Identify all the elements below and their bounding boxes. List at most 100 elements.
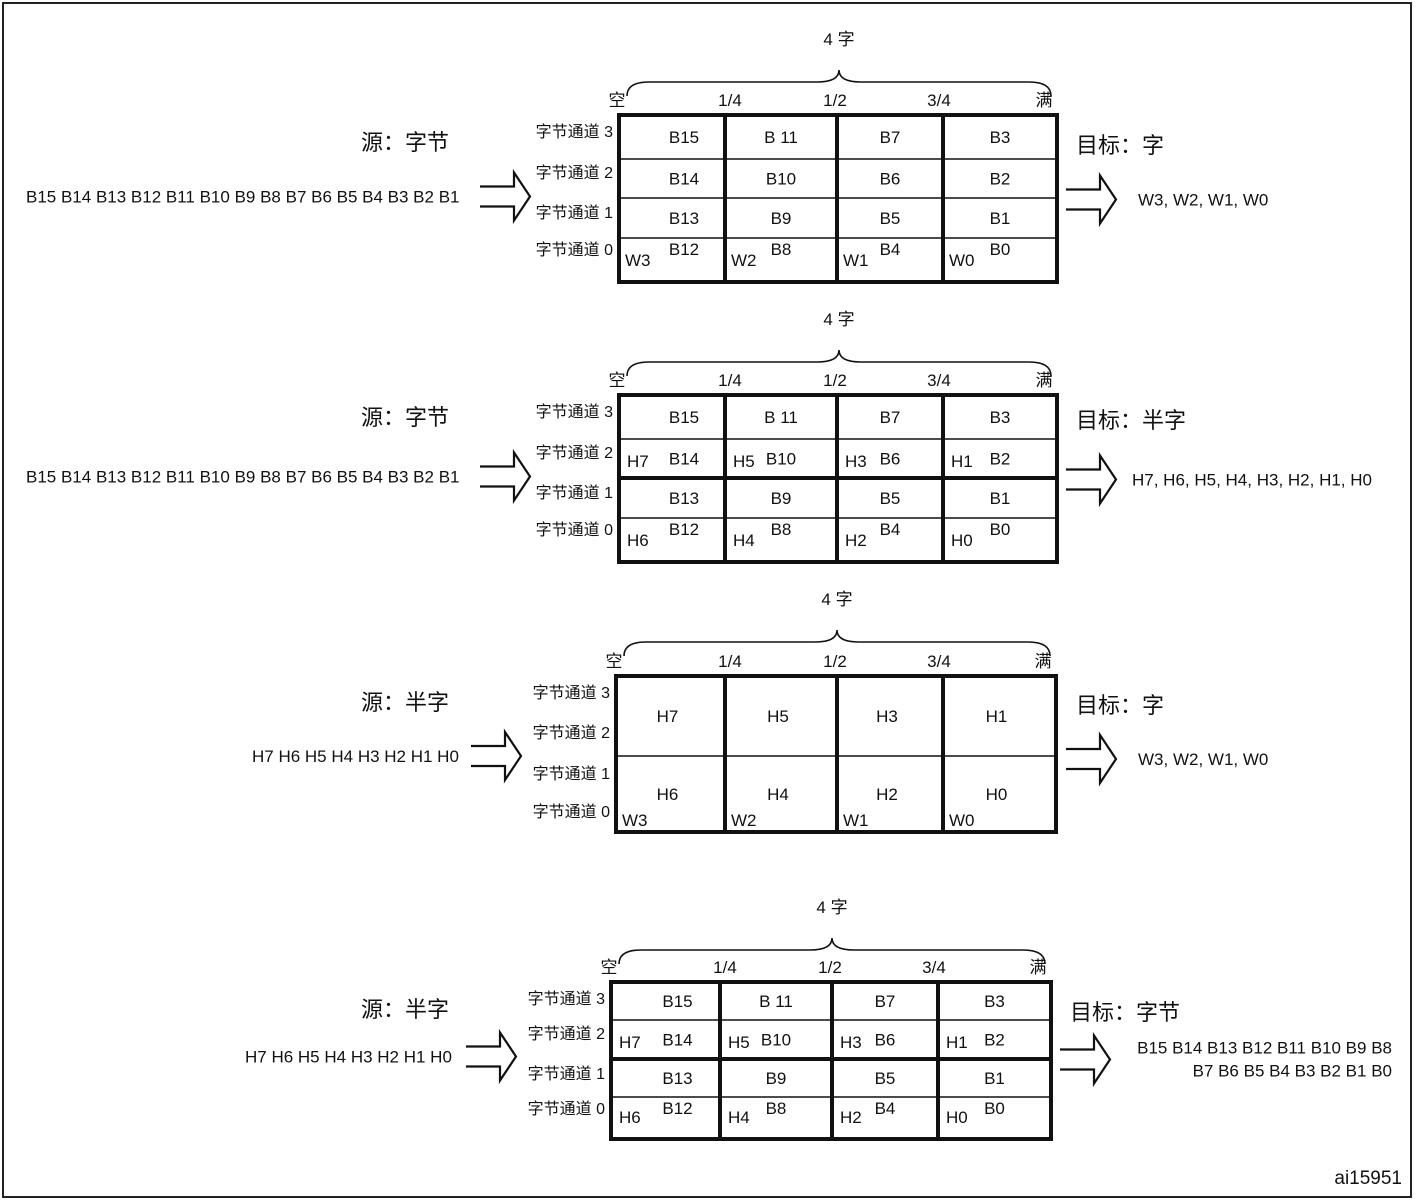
byte-cell: B4 [880,240,901,259]
byte-cell: B7 [880,408,901,427]
scale-label-1: 1/4 [718,91,742,110]
byte-cell: B14 [669,170,699,189]
byte-cell: B7 [875,992,896,1011]
word-tag: W3 [625,251,651,270]
scale-label-0: 空 [609,91,626,110]
scale-label-1: 1/4 [713,958,737,977]
byte-cell: B1 [984,1069,1005,1088]
target-arrow [1066,451,1118,508]
byte-cell: B2 [990,450,1011,469]
source-label: 源：字节 [361,405,449,430]
halfword-cell: H6 [657,785,679,804]
target-sequence-line-1: B15 B14 B13 B12 B11 B10 B9 B8 [1137,1039,1392,1058]
target-sequence: W3, W2, W1, W0 [1138,750,1268,769]
halfword-tag: H0 [951,531,973,550]
scale-label-2: 1/2 [823,371,847,390]
scale-label-4: 满 [1036,91,1053,110]
halfword-cell: H7 [657,707,679,726]
byte-cell: B9 [766,1069,787,1088]
halfword-tag: H4 [733,531,755,550]
lane-label-3: 字节通道 3 [533,684,610,702]
byte-cell: B10 [766,450,796,469]
scale-label-0: 空 [601,958,618,977]
lane-label-1: 字节通道 1 [533,765,610,783]
lane-label-2: 字节通道 2 [533,724,610,742]
lane-label-0: 字节通道 0 [536,521,613,539]
target-label: 目标：半字 [1076,408,1186,433]
target-arrow [1060,1031,1112,1088]
scale-label-0: 空 [609,371,626,390]
byte-cell: B4 [875,1099,896,1118]
halfword-tag: H7 [627,452,649,471]
halfword-tag: H3 [845,452,867,471]
byte-cell: B4 [880,520,901,539]
word-tag: W3 [622,811,648,830]
lane-label-3: 字节通道 3 [536,403,613,421]
halfword-cell: H1 [986,707,1008,726]
capacity-brace [618,937,1046,965]
source-arrow [480,168,532,225]
byte-cell: B3 [984,992,1005,1011]
byte-cell: B10 [766,170,796,189]
byte-cell: B6 [880,450,901,469]
scale-label-4: 满 [1035,652,1052,671]
lane-label-2: 字节通道 2 [536,164,613,182]
halfword-tag: H1 [951,452,973,471]
scale-label-4: 满 [1030,958,1047,977]
source-label: 源：半字 [361,997,449,1022]
scale-label-2: 1/2 [823,652,847,671]
source-sequence: H7 H6 H5 H4 H3 H2 H1 H0 [245,1048,452,1067]
lane-label-0: 字节通道 0 [536,241,613,259]
byte-cell: B9 [771,489,792,508]
scale-label-0: 空 [606,652,623,671]
byte-cell: B 11 [764,128,798,147]
source-arrow [471,728,523,784]
halfword-cell: H4 [767,785,789,804]
source-arrow [466,1028,518,1085]
halfword-tag: H5 [728,1033,750,1052]
byte-cell: B14 [669,450,699,469]
capacity-brace [626,69,1052,97]
source-sequence: B15 B14 B13 B12 B11 B10 B9 B8 B7 B6 B5 B… [26,468,460,487]
lane-label-1: 字节通道 1 [536,204,613,222]
target-sequence: H7, H6, H5, H4, H3, H2, H1, H0 [1132,471,1372,490]
byte-cell: B5 [875,1069,896,1088]
byte-cell: B0 [984,1099,1005,1118]
lane-label-1: 字节通道 1 [536,484,613,502]
byte-cell: B3 [990,128,1011,147]
source-sequence: B15 B14 B13 B12 B11 B10 B9 B8 B7 B6 B5 B… [26,188,460,207]
byte-cell: B12 [669,240,699,259]
halfword-tag: H1 [946,1033,968,1052]
byte-cell: B5 [880,489,901,508]
capacity-label: 4 字 [816,898,847,917]
lane-label-3: 字节通道 3 [536,123,613,141]
halfword-tag: H4 [728,1108,750,1127]
byte-cell: B13 [669,209,699,228]
scale-label-2: 1/2 [823,91,847,110]
halfword-cell: H3 [876,707,898,726]
byte-cell: B5 [880,209,901,228]
byte-cell: B0 [990,520,1011,539]
byte-cell: B 11 [764,408,798,427]
source-arrow [480,448,532,505]
byte-cell: B8 [766,1099,787,1118]
word-tag: W1 [843,811,869,830]
capacity-label: 4 字 [821,590,852,609]
byte-cell: B3 [990,408,1011,427]
capacity-label: 4 字 [823,30,854,49]
scale-label-1: 1/4 [718,652,742,671]
capacity-brace [623,629,1051,657]
byte-cell: B9 [771,209,792,228]
byte-cell: B8 [771,520,792,539]
halfword-cell: H0 [986,785,1008,804]
byte-cell: B8 [771,240,792,259]
word-tag: W0 [949,251,975,270]
scale-label-3: 3/4 [927,371,951,390]
lane-label-0: 字节通道 0 [533,803,610,821]
byte-cell: B15 [662,992,692,1011]
byte-cell: B12 [669,520,699,539]
lane-label-1: 字节通道 1 [528,1065,605,1083]
word-tag: W2 [731,811,757,830]
